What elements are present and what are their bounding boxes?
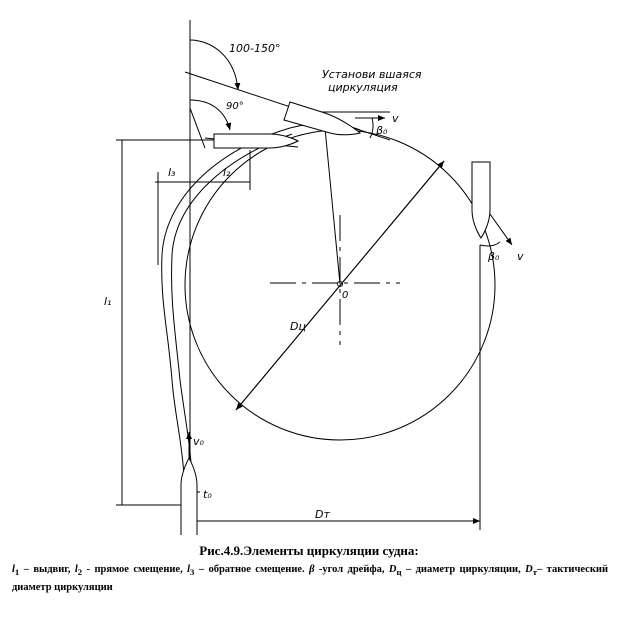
legend-dc: D — [388, 564, 397, 575]
ship-initial — [180, 456, 198, 535]
legend-dc-sub: ц — [396, 567, 402, 578]
figure-legend: l1 – выдвиг, l2 - прямое смещение, l3 – … — [12, 562, 608, 595]
legend-l2-sub: 2 — [77, 567, 83, 578]
figure-caption: Рис.4.9.Элементы циркуляции судна: — [199, 543, 419, 558]
v0-label: v₀ — [193, 435, 205, 448]
l1-label: l₁ — [104, 295, 111, 308]
ship-turning-circle-diagram: 100-150° 90° Установи вшаяся циркуляция … — [104, 20, 524, 535]
angle-range-label: 100-150° — [229, 42, 280, 55]
l3-label: l₃ — [168, 166, 176, 179]
steady-turning-label-1: Установи вшаяся — [322, 68, 422, 81]
v-right-label: v — [517, 250, 524, 263]
l2-label: l₂ — [223, 166, 231, 179]
legend-dt-sub: т — [532, 567, 538, 578]
legend-dc-text: – диаметр циркуляции, — [401, 564, 526, 575]
ship-top-left — [213, 133, 300, 149]
legend-beta-text: -угол дрейфа, — [314, 564, 389, 575]
legend-l3: l — [187, 564, 191, 575]
dt-label: Dт — [315, 508, 330, 521]
trajectory — [161, 123, 361, 506]
legend-l2-text: - прямое смещение, — [82, 564, 188, 575]
center-label: 0 — [342, 290, 348, 301]
v-top-label: v — [392, 112, 399, 125]
ship-right — [471, 161, 491, 239]
legend-l3-text: – обратное смещение. — [194, 564, 310, 575]
diameter-label: Dц — [290, 320, 306, 333]
legend-l2: l — [74, 564, 78, 575]
legend-l1-text: – выдвиг, — [19, 564, 75, 575]
legend-l1-sub: 1 — [14, 567, 20, 578]
legend-dt: D — [525, 564, 533, 575]
legend-beta: β — [309, 564, 315, 575]
legend-l3-sub: 3 — [190, 567, 195, 578]
beta-top-label: β₀ — [375, 124, 388, 137]
angle-90-label: 90° — [226, 101, 244, 112]
steady-turning-label-2: циркуляция — [328, 81, 398, 94]
ship-steady — [283, 101, 362, 136]
legend-dt-text: – тактический диаметр циркуляции — [12, 564, 608, 594]
t0-label: t₀ — [203, 488, 212, 501]
beta-right-label: β₀ — [487, 250, 500, 263]
legend-l1: l — [12, 564, 15, 575]
